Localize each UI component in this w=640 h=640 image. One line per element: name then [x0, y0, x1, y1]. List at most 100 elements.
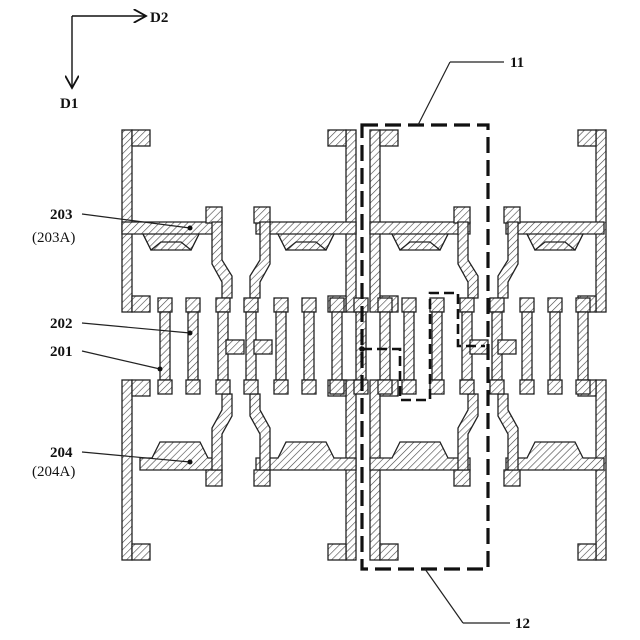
- electrode-strip-9-body: [380, 312, 390, 380]
- electrode-strip-15-cap-bottom: [548, 380, 562, 394]
- channel-lower-1: [140, 442, 220, 470]
- electrode-strip-11-cap-top: [430, 298, 444, 312]
- electrode-strip-13-cap-bottom: [490, 380, 504, 394]
- pad-5: [206, 470, 222, 486]
- electrode-strip-16-cap-top: [576, 298, 590, 312]
- electrode-strip-9-cap-top: [378, 298, 392, 312]
- direction-axes: D2 D1: [60, 10, 168, 112]
- label-202: 202: [50, 316, 73, 332]
- leader-dot-201: [158, 367, 163, 372]
- bracket-right-2-lower-tab-bottom: [328, 544, 346, 560]
- electrode-strip-1-cap-bottom: [158, 380, 172, 394]
- bracket-left-3-upper-bar: [370, 130, 380, 312]
- label-12: 12: [515, 616, 530, 632]
- electrode-strip-12-cap-bottom: [460, 380, 474, 394]
- label-203a: (203A): [32, 230, 75, 246]
- electrode-strip-10-body: [404, 312, 414, 380]
- bridge-tab-4: [498, 340, 516, 354]
- bracket-right-2-upper-tab-top: [328, 130, 346, 146]
- channel-lower-2: [256, 442, 356, 470]
- diag-upper-4: [498, 222, 518, 298]
- diag-upper-2: [250, 222, 270, 298]
- leader-dot-204: [188, 460, 193, 465]
- electrode-strip-15-body: [550, 312, 560, 380]
- electrode-strip-3-cap-top: [216, 298, 230, 312]
- pad-1: [206, 207, 222, 223]
- diag-lower-3: [458, 394, 478, 470]
- electrode-strip-14-cap-bottom: [520, 380, 534, 394]
- leader-dot-12: [359, 346, 365, 352]
- electrode-strip-12-cap-top: [460, 298, 474, 312]
- electrode-strip-4-cap-top: [244, 298, 258, 312]
- bracket-right-4-upper-tab-top: [578, 130, 596, 146]
- bracket-left-1-lower-tab-bottom: [132, 544, 150, 560]
- d1-label: D1: [60, 96, 78, 112]
- label-201: 201: [50, 344, 73, 360]
- pad-4: [504, 207, 520, 223]
- diag-upper-1: [212, 222, 232, 298]
- electrode-strip-3-cap-bottom: [216, 380, 230, 394]
- electrode-strip-15-cap-top: [548, 298, 562, 312]
- label-204a: (204A): [32, 464, 75, 480]
- electrode-strip-6-body: [304, 312, 314, 380]
- bracket-left-1-lower-bar: [122, 380, 132, 560]
- pad-7: [454, 470, 470, 486]
- electrode-strip-16-cap-bottom: [576, 380, 590, 394]
- bridge-tab-2: [254, 340, 272, 354]
- leader-dot-203: [188, 226, 193, 231]
- leader-202: [82, 323, 190, 333]
- channel-lower-3: [370, 442, 470, 470]
- electrode-strip-7-body: [332, 312, 342, 380]
- electrode-strip-6-cap-bottom: [302, 380, 316, 394]
- label-204: 204: [50, 445, 73, 461]
- electrode-strip-6-cap-top: [302, 298, 316, 312]
- electrode-strip-16-body: [578, 312, 588, 380]
- diag-upper-3: [458, 222, 478, 298]
- bracket-left-3-lower-tab-bottom: [380, 544, 398, 560]
- bracket-left-1-lower-tab-top: [132, 380, 150, 396]
- bracket-left-3-upper-tab-top: [380, 130, 398, 146]
- electrode-strip-4-cap-bottom: [244, 380, 258, 394]
- bracket-right-4-lower-tab-bottom: [578, 544, 596, 560]
- bracket-left-1-upper-bar: [122, 130, 132, 312]
- pad-6: [254, 470, 270, 486]
- electrode-strip-2-cap-bottom: [186, 380, 200, 394]
- bracket-left-1-upper-tab-bottom: [132, 296, 150, 312]
- electrode-strip-2-body: [188, 312, 198, 380]
- pixel-units: [122, 130, 606, 560]
- electrode-strip-10-cap-bottom: [402, 380, 416, 394]
- leader-dot-202: [188, 331, 193, 336]
- electrode-strip-14-body: [522, 312, 532, 380]
- leader-11: [418, 62, 450, 125]
- bracket-right-2-upper-bar: [346, 130, 356, 312]
- bridge-tab-1: [226, 340, 244, 354]
- pad-2: [254, 207, 270, 223]
- leader-12: [425, 569, 463, 623]
- label-203: 203: [50, 207, 73, 223]
- electrode-strip-9-cap-bottom: [378, 380, 392, 394]
- label-11: 11: [510, 55, 524, 71]
- pad-8: [504, 470, 520, 486]
- electrode-strip-5-cap-bottom: [274, 380, 288, 394]
- electrode-strip-2-cap-top: [186, 298, 200, 312]
- electrode-strip-14-cap-top: [520, 298, 534, 312]
- diag-lower-1: [212, 394, 232, 470]
- diag-lower-2: [250, 394, 270, 470]
- electrode-strip-5-body: [276, 312, 286, 380]
- leader-201: [82, 351, 160, 369]
- electrode-strip-5-cap-top: [274, 298, 288, 312]
- bracket-right-4-upper-bar: [596, 130, 606, 312]
- d2-label: D2: [150, 10, 168, 26]
- electrode-strip-13-cap-top: [490, 298, 504, 312]
- pad-3: [454, 207, 470, 223]
- channel-lower-4: [506, 442, 604, 470]
- diag-lower-4: [498, 394, 518, 470]
- electrode-strip-7-cap-top: [330, 298, 344, 312]
- electrode-strip-7-cap-bottom: [330, 380, 344, 394]
- electrode-strip-11-body: [432, 312, 442, 380]
- electrode-strip-10-cap-top: [402, 298, 416, 312]
- electrode-strip-8-body: [356, 312, 366, 380]
- bracket-left-1-upper-tab-top: [132, 130, 150, 146]
- electrode-strip-1-cap-top: [158, 298, 172, 312]
